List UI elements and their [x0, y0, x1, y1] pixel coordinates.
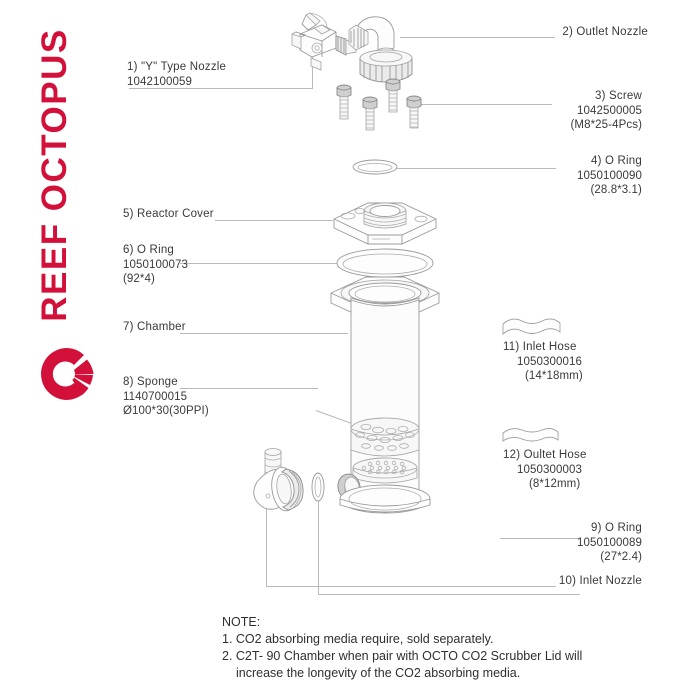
- y-type-nozzle-drawing: [291, 12, 357, 71]
- part-title-8: 8) Sponge: [123, 376, 178, 388]
- leader-line-9-vertical: [318, 492, 319, 595]
- note-line-1: 1. CO2 absorbing media require, sold sep…: [222, 632, 494, 646]
- leader-line-1: [129, 88, 312, 89]
- note-line-2: 2. C2T- 90 Chamber when pair with OCTO C…: [222, 649, 583, 663]
- part-label-4: 4) O Ring 1050100090 (28.8*3.1): [400, 154, 642, 198]
- leader-line-1-vertical: [312, 46, 313, 89]
- part-label-5: 5) Reactor Cover: [123, 207, 214, 222]
- part-title-6: 6) O Ring: [123, 244, 175, 256]
- part-title-9: 9) O Ring: [590, 522, 642, 534]
- part-label-7: 7) Chamber: [123, 320, 186, 335]
- part-label-6: 6) O Ring 1050100073 (92*4): [123, 243, 188, 287]
- leader-line-6: [180, 263, 340, 264]
- part-label-1: 1) "Y" Type Nozzle 1042100059: [127, 60, 226, 89]
- part-label-2: 2) Outlet Nozzle: [405, 25, 648, 40]
- part-spec-6: (92*4): [123, 273, 155, 285]
- part-title-7: 7) Chamber: [123, 321, 186, 333]
- leader-line-10-vertical: [266, 498, 267, 587]
- note-line-3: increase the longevity of the CO2 absorb…: [236, 666, 521, 680]
- part-spec-12: (8*12mm): [529, 478, 581, 490]
- part-title-12: 12) Oultet Hose: [503, 449, 587, 461]
- part-code-4: 1050100090: [577, 169, 642, 182]
- part-spec-3: (M8*25-4Pcs): [570, 119, 642, 131]
- outlet-hose-drawing: [502, 427, 559, 442]
- outlet-nozzle-drawing: [348, 16, 413, 83]
- part-label-12: 12) Oultet Hose 1050300003 (8*12mm): [503, 448, 587, 492]
- part-label-10: 10) Inlet Nozzle: [400, 574, 642, 589]
- o-ring-4-drawing: [352, 159, 398, 175]
- part-title-4: 4) O Ring: [590, 155, 642, 167]
- part-title-3: 3) Screw: [595, 90, 642, 102]
- leader-line-8: [180, 388, 318, 389]
- leader-line-5: [215, 220, 333, 221]
- leader-line-8b: [315, 410, 360, 427]
- part-label-11: 11) Inlet Hose 1050300016 (14*18mm): [503, 340, 583, 384]
- part-spec-9: (27*2.4): [600, 551, 642, 563]
- part-title-11: 11) Inlet Hose: [503, 341, 577, 353]
- chamber-drawing: [330, 276, 440, 514]
- brand-name: REEF OCTOPUS: [35, 28, 74, 322]
- part-spec-4: (28.8*3.1): [590, 184, 642, 196]
- reactor-cover-drawing: [333, 202, 437, 245]
- part-title-2: 2) Outlet Nozzle: [562, 26, 648, 38]
- part-title-5: 5) Reactor Cover: [123, 208, 214, 220]
- inlet-nozzle-drawing: [253, 448, 304, 512]
- leader-line-4: [396, 168, 556, 169]
- leader-line-9b: [500, 538, 580, 539]
- leader-line-3: [420, 104, 552, 105]
- part-title-10: 10) Inlet Nozzle: [558, 575, 642, 587]
- part-label-9: 9) O Ring 1050100089 (27*2.4): [400, 521, 642, 565]
- brand-logo: REEF OCTOPUS: [0, 0, 120, 420]
- part-code-3: 1042500005: [577, 104, 642, 117]
- part-code-12: 1050300003: [517, 463, 582, 476]
- part-spec-8: Ø100*30(30PPI): [123, 405, 209, 417]
- part-code-6: 1050100073: [123, 258, 188, 271]
- part-label-3: 3) Screw 1042500005 (M8*25-4Pcs): [400, 89, 642, 133]
- note-heading: NOTE:: [222, 615, 261, 629]
- o-ring-6-drawing: [336, 248, 434, 278]
- part-code-11: 1050300016: [517, 355, 582, 368]
- inlet-hose-drawing: [502, 318, 561, 336]
- leader-line-10: [266, 586, 556, 587]
- note-block: NOTE: 1. CO2 absorbing media require, so…: [222, 614, 582, 682]
- leader-line-7: [180, 333, 348, 334]
- octopus-icon: [41, 348, 94, 400]
- leader-line-2: [400, 37, 555, 38]
- part-code-8: 1140700015: [123, 390, 188, 403]
- part-code-9: 1050100089: [577, 536, 642, 549]
- part-label-8: 8) Sponge 1140700015 Ø100*30(30PPI): [123, 375, 209, 419]
- part-code-1: 1042100059: [127, 75, 192, 88]
- part-title-1: 1) "Y" Type Nozzle: [127, 61, 227, 73]
- part-spec-11: (14*18mm): [525, 370, 583, 382]
- leader-line-9: [318, 594, 580, 595]
